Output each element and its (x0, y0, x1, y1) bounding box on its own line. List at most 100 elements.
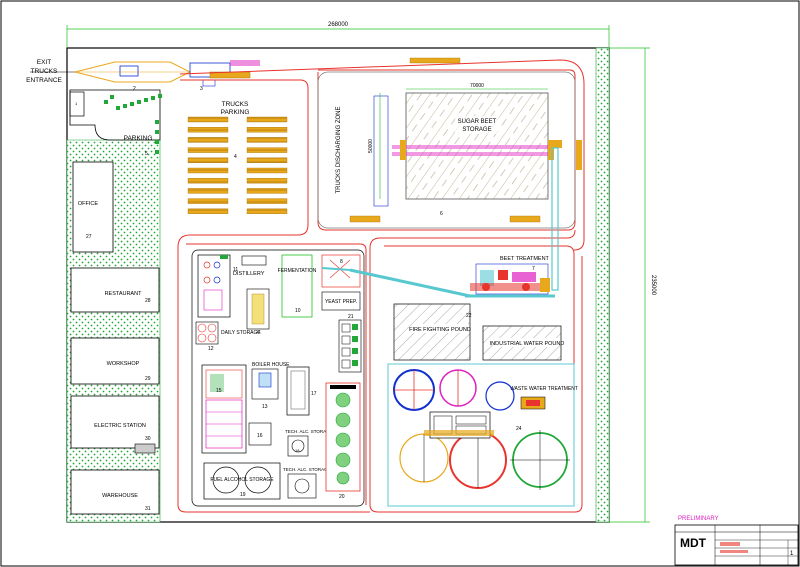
control-room (241, 255, 267, 266)
daily-tank-4 (207, 333, 217, 343)
building-15-zone (205, 369, 243, 399)
building-17 (286, 366, 310, 416)
zone-number-4: 4 (234, 154, 237, 160)
label-bg-fire-pound (412, 324, 468, 333)
zone-number-1: 1 (75, 101, 78, 106)
waste-water-area (387, 363, 575, 507)
boiler-unit (258, 372, 272, 388)
zone-number-11: 11 (233, 267, 238, 273)
zone-number-27: 27 (86, 234, 92, 240)
parking-tree (116, 106, 120, 110)
building-office (72, 161, 114, 253)
truck-parking-bay (246, 147, 288, 153)
fuel-tank-2 (244, 466, 272, 494)
parking-tree (123, 104, 127, 108)
truck-parking-bay (187, 198, 229, 204)
label-yeast-prep: YEAST PREP. (325, 299, 357, 305)
label-bg-industrial-pound (496, 338, 558, 347)
beet-conveyors (392, 140, 582, 291)
zone-number-14: 14 (256, 329, 261, 334)
equipment-rack-fill (251, 293, 265, 325)
parking-tree (104, 100, 108, 104)
overall-width-dimension: 268000 (328, 22, 349, 28)
building-yeast-prep (321, 291, 361, 311)
label-waste-water-treatment: WASTE WATER TREATMENT (510, 386, 578, 392)
truck-parking-bay (246, 177, 288, 184)
overall-height-dimension: 235000 (650, 275, 656, 296)
tech-alc-storage-1 (287, 435, 309, 457)
zone-number-21: 21 (348, 314, 354, 320)
tank-group-21 (338, 319, 362, 373)
label-industrial-water-pound: INDUSTRIAL WATER POUND (490, 341, 565, 347)
label-daily-storage: DAILY STORAGE (221, 330, 261, 336)
label-trucks-parking-1: TRUCKS (222, 101, 249, 108)
truck-parking-bay (187, 116, 229, 123)
green-strip-east (595, 47, 610, 523)
zone-number-5: 5 (145, 151, 148, 157)
parking-tree (137, 100, 141, 104)
production-block (191, 249, 365, 507)
label-sugar-beet-1: SUGAR BEET (458, 119, 497, 125)
label-restaurant: RESTAURANT (105, 291, 143, 297)
label-sugar-beet-2: STORAGE (462, 127, 491, 133)
label-bg-sugar-beet (455, 116, 499, 134)
parking-tree (144, 98, 148, 102)
car-parking-area (69, 89, 161, 141)
truck-parking-bay (187, 188, 229, 194)
zone-number-16: 16 (257, 433, 263, 439)
building-16 (248, 422, 272, 446)
parking-tree (110, 95, 114, 99)
label-electric-station: ELECTRIC STATION (94, 423, 146, 429)
preliminary-stamp: PRELIMINARY (678, 516, 719, 522)
waste-water-plant-building (424, 411, 494, 439)
zone-number-6: 6 (440, 211, 443, 217)
label-office: OFFICE (78, 201, 98, 207)
zone-number-20: 20 (339, 494, 345, 500)
storage-width-value: 70000 (470, 83, 484, 89)
zone-number-12: 12 (208, 346, 214, 352)
truck-parking-bay (246, 208, 288, 215)
distillery-columns (203, 255, 228, 311)
building-15-panel (210, 374, 224, 392)
parking-tree (158, 94, 162, 98)
discharge-platform (373, 95, 389, 207)
building-warehouse (70, 469, 160, 515)
tank-group-20 (325, 382, 361, 492)
daily-tank-1 (197, 323, 207, 333)
zone-number-2: 2 (133, 86, 136, 92)
tech-alc-tank-2 (294, 478, 310, 494)
dimension-lines (66, 25, 650, 523)
truck-parking-bay (187, 167, 229, 174)
label-parking: PARKING (124, 135, 153, 142)
zone-number-7: 7 (532, 266, 535, 272)
truck-parking-bay (187, 157, 229, 164)
parking-tree (155, 140, 159, 144)
zone-number-30: 30 (145, 436, 151, 442)
parking-tree (130, 102, 134, 106)
storage-height-value: 50000 (368, 139, 374, 153)
label-boiler-house: BOILER HOUSE (252, 362, 290, 368)
truck-parking-bay (187, 137, 229, 143)
zone-number-31: 31 (145, 506, 151, 512)
title-block (674, 524, 799, 566)
entrance-lane (74, 60, 260, 87)
title-block-company: MDT (680, 536, 707, 550)
label-fermentation: FERMENTATION (278, 268, 317, 274)
zone-number-24: 24 (516, 426, 522, 432)
parking-tree (151, 96, 155, 100)
label-exit: EXIT (37, 59, 51, 66)
fuel-tank-1 (212, 466, 240, 494)
discharging-zone (317, 71, 576, 229)
label-trucks: TRUCKS (31, 68, 58, 75)
road-network (177, 59, 585, 513)
parking-tree (155, 150, 159, 154)
zone-number-17: 17 (311, 391, 317, 397)
building-17-tanks (290, 370, 306, 410)
parking-tree (155, 120, 159, 124)
fuel-alcohol-storage (203, 462, 281, 500)
label-distillery: DISTILLERY (233, 271, 265, 277)
truck-bays-top (349, 57, 541, 223)
waste-water-unit-inner (526, 400, 540, 406)
building-workshop (70, 337, 160, 385)
